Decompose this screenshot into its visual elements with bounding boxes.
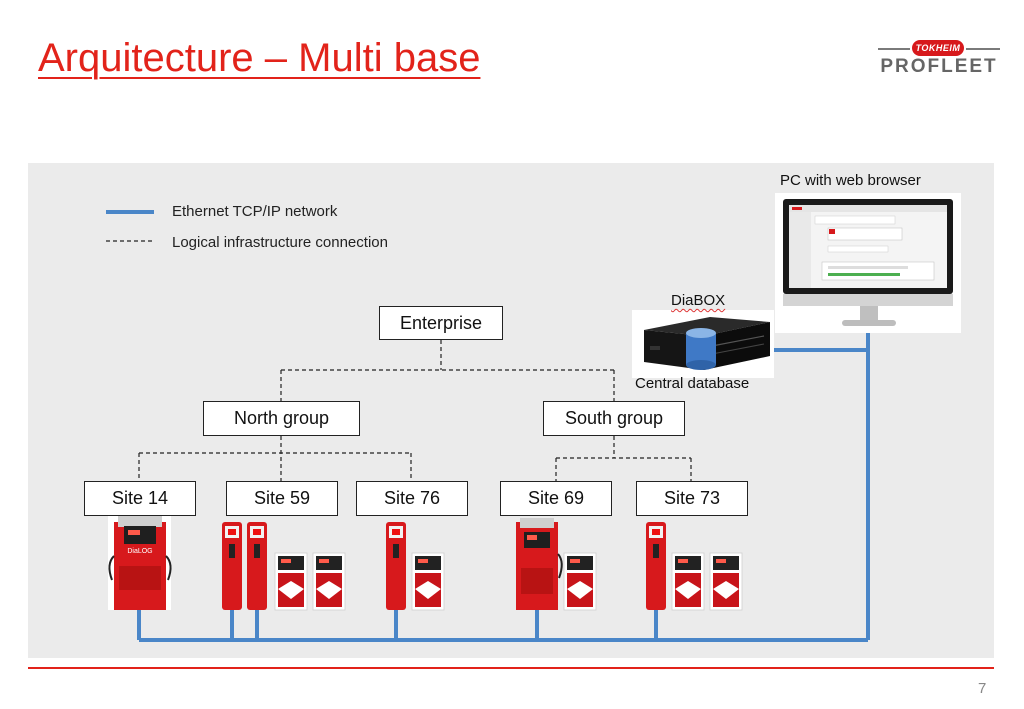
diabox-label: DiaBOX	[671, 292, 726, 309]
logo-rule-left	[878, 48, 910, 50]
legend-ethernet-label: Ethernet TCP/IP network	[172, 203, 338, 220]
dispenser-icon	[312, 552, 346, 611]
dispenser-icon	[563, 552, 597, 611]
footer-rule	[28, 667, 994, 669]
logo-text: PROFLEET	[880, 56, 998, 77]
slide-title: Arquitecture – Multi base	[38, 36, 481, 80]
south-group-node: South group	[543, 401, 685, 436]
dialog-pump-icon: DiaLOG	[108, 515, 172, 610]
dispenser-icon	[709, 552, 743, 611]
dialog-pump-label: DiaLOG	[127, 548, 152, 555]
site-76-node: Site 76	[356, 481, 468, 516]
tall-pump-icon	[516, 518, 563, 610]
site-73-node: Site 73	[636, 481, 748, 516]
slim-pump-icon	[386, 522, 406, 610]
tokheim-logo-mark: TOKHEIM	[912, 40, 964, 56]
dispenser-icon	[411, 552, 445, 611]
enterprise-node: Enterprise	[379, 306, 503, 340]
site-69-node: Site 69	[500, 481, 612, 516]
legend-logical-label: Logical infrastructure connection	[172, 234, 388, 251]
logo-rule-right	[966, 48, 1000, 50]
logical-connections	[138, 340, 692, 481]
pc-monitor-icon	[775, 193, 961, 333]
site-59-node: Site 59	[226, 481, 338, 516]
slim-pump-icon	[646, 522, 666, 610]
page-number: 7	[978, 680, 987, 697]
dispenser-icon	[274, 552, 308, 611]
profleet-logo: TOKHEIM PROFLEET	[878, 40, 1000, 80]
north-group-node: North group	[203, 401, 360, 436]
dispenser-icon	[671, 552, 705, 611]
site-14-node: Site 14	[84, 481, 196, 516]
slim-pump-icon	[222, 522, 242, 610]
database-cylinder-icon	[686, 328, 716, 370]
central-database-label: Central database	[635, 375, 750, 392]
ethernet-network	[137, 330, 870, 642]
slim-pump-icon	[247, 522, 267, 610]
pc-label: PC with web browser	[780, 172, 921, 189]
